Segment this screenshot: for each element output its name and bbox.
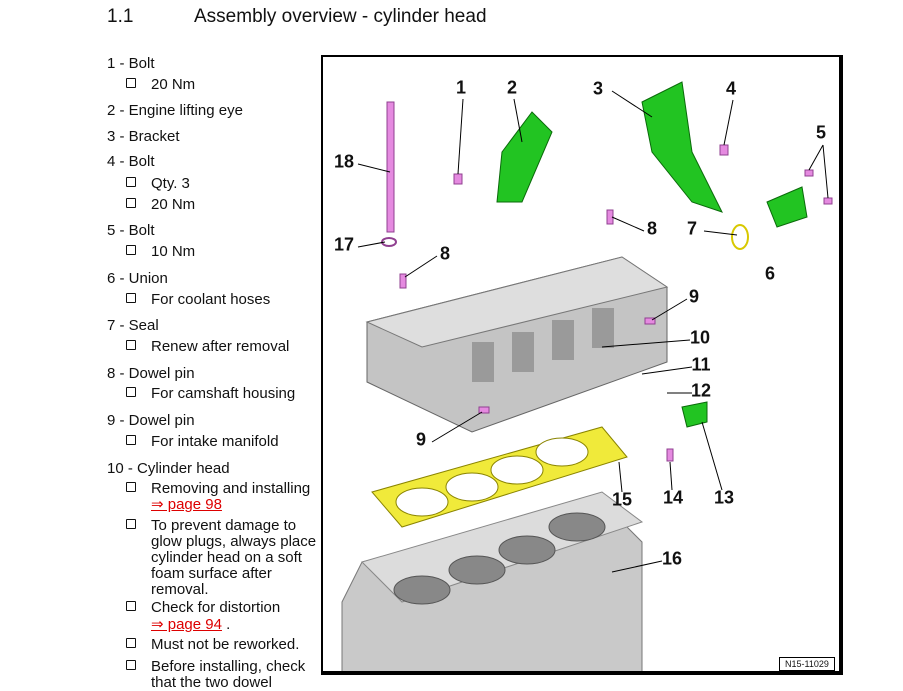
list-item: 7 - Seal bbox=[107, 317, 159, 334]
cylinder-head-illustration bbox=[341, 81, 833, 671]
sub-item: 10 Nm bbox=[126, 244, 195, 260]
list-item: 4 - Bolt bbox=[107, 153, 155, 170]
checkbox-icon bbox=[126, 293, 136, 303]
checkbox-icon bbox=[126, 601, 136, 611]
callout-label: 16 bbox=[661, 548, 683, 569]
checkbox-icon bbox=[126, 519, 136, 529]
callout-label: 14 bbox=[662, 487, 684, 508]
sub-item: Must not be reworked. bbox=[126, 637, 299, 653]
sub-item: 20 Nm bbox=[126, 77, 195, 93]
sub-item: Renew after removal bbox=[126, 339, 289, 355]
sub-item: 20 Nm bbox=[126, 197, 195, 213]
callout-label: 7 bbox=[686, 218, 698, 239]
sub-item: Qty. 3 bbox=[126, 176, 190, 192]
callout-label: 8 bbox=[439, 243, 451, 264]
callout-label: 12 bbox=[690, 380, 712, 401]
callout-label: 8 bbox=[646, 218, 658, 239]
callout-label: 10 bbox=[689, 327, 711, 348]
list-item: 10 - Cylinder head bbox=[107, 460, 230, 477]
checkbox-icon bbox=[126, 340, 136, 350]
sub-item: Check for distortion bbox=[126, 600, 280, 616]
sub-item: Removing and installing bbox=[126, 481, 310, 497]
list-item: 2 - Engine lifting eye bbox=[107, 102, 243, 119]
list-item: 8 - Dowel pin bbox=[107, 365, 195, 382]
page-98-link[interactable]: ⇒ page 98 bbox=[151, 496, 222, 513]
callout-label: 17 bbox=[333, 234, 355, 255]
sub-item: For coolant hoses bbox=[126, 292, 270, 308]
checkbox-icon bbox=[126, 198, 136, 208]
list-item: 1 - Bolt bbox=[107, 55, 155, 72]
callout-label: 4 bbox=[725, 78, 737, 99]
checkbox-icon bbox=[126, 638, 136, 648]
list-item: 6 - Union bbox=[107, 270, 168, 287]
figure-reference: N15-11029 bbox=[779, 657, 835, 671]
sub-item: Before installing, check that the two do… bbox=[126, 659, 305, 691]
list-item: 3 - Bracket bbox=[107, 128, 180, 145]
callout-label: 9 bbox=[415, 429, 427, 450]
page-94-link[interactable]: ⇒ page 94 bbox=[151, 616, 222, 633]
section-number: 1.1 bbox=[107, 6, 134, 27]
checkbox-icon bbox=[126, 435, 136, 445]
checkbox-icon bbox=[126, 387, 136, 397]
callout-label: 18 bbox=[333, 151, 355, 172]
callout-label: 11 bbox=[691, 354, 711, 375]
checkbox-icon bbox=[126, 482, 136, 492]
callout-label: 6 bbox=[764, 263, 776, 284]
callout-label: 3 bbox=[592, 78, 604, 99]
assembly-figure bbox=[321, 55, 843, 675]
checkbox-icon bbox=[126, 78, 136, 88]
list-item: 5 - Bolt bbox=[107, 222, 155, 239]
callout-label: 9 bbox=[688, 286, 700, 307]
callout-label: 1 bbox=[455, 77, 467, 98]
callout-label: 15 bbox=[611, 489, 633, 510]
checkbox-icon bbox=[126, 177, 136, 187]
callout-label: 2 bbox=[506, 77, 518, 98]
callout-label: 13 bbox=[713, 487, 735, 508]
sub-item: For intake manifold bbox=[126, 434, 279, 450]
callout-label: 5 bbox=[815, 122, 827, 143]
sub-item: To prevent damage to glow plugs, always … bbox=[126, 518, 316, 598]
checkbox-icon bbox=[126, 660, 136, 670]
list-item: 9 - Dowel pin bbox=[107, 412, 195, 429]
sub-item: For camshaft housing bbox=[126, 386, 295, 402]
checkbox-icon bbox=[126, 245, 136, 255]
page-title: Assembly overview - cylinder head bbox=[194, 6, 487, 27]
